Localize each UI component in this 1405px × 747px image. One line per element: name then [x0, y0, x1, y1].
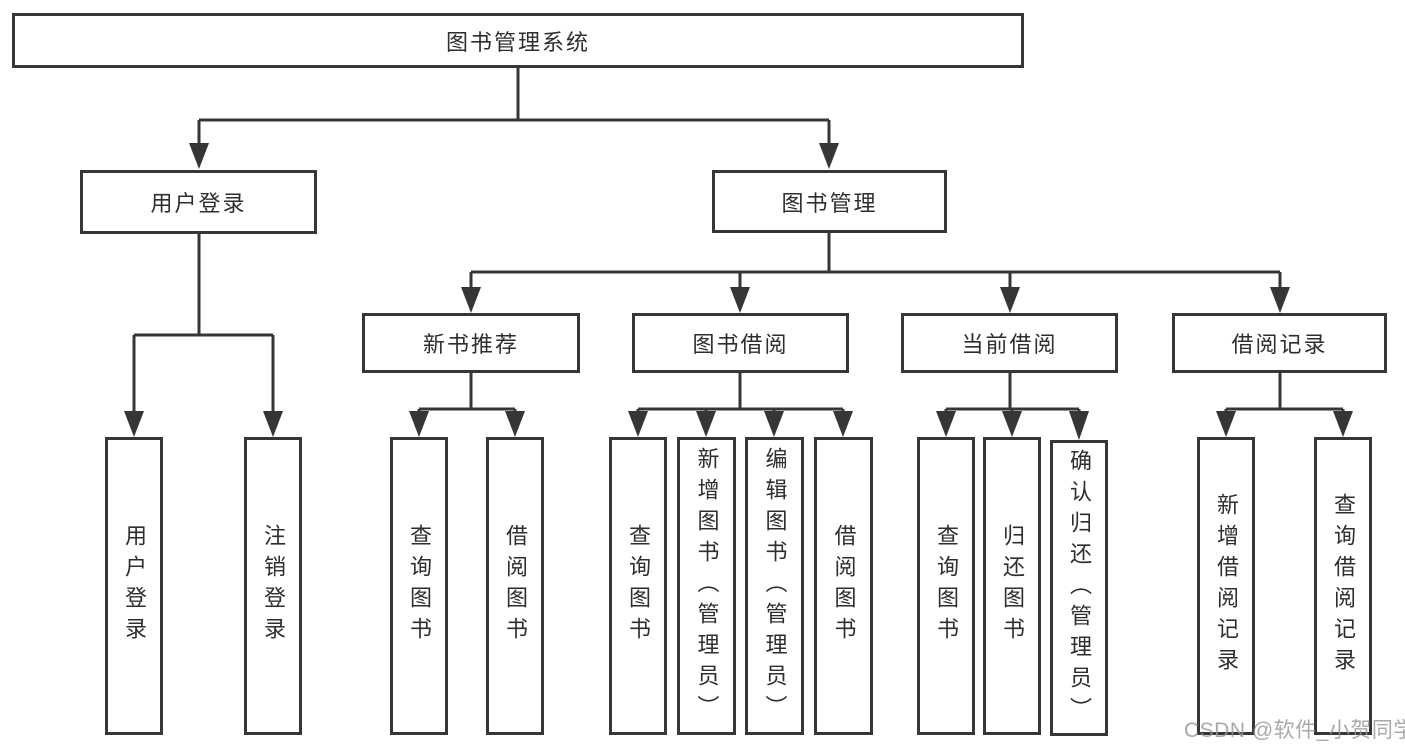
leaf-current-query-label: 查询图书: [934, 524, 959, 648]
leaf-user-login-label: 用户登录: [122, 524, 147, 648]
node-book-management: 图书管理: [712, 170, 947, 233]
leaf-records-query: 查询借阅记录: [1314, 437, 1372, 735]
connector-arrowheads: [124, 143, 1353, 440]
leaf-user-login: 用户登录: [105, 437, 163, 735]
connector-paths: [132, 68, 1345, 414]
node-new-book-recommend-label: 新书推荐: [422, 332, 519, 357]
node-book-management-label: 图书管理: [781, 190, 878, 216]
leaf-new-books-borrow: 借阅图书: [486, 437, 544, 735]
leaf-new-books-query: 查询图书: [390, 437, 448, 735]
node-user-login: 用户登录: [80, 170, 317, 234]
leaf-records-add: 新增借阅记录: [1197, 437, 1255, 735]
leaf-logout-label: 注销登录: [261, 524, 286, 648]
node-new-book-recommend: 新书推荐: [362, 313, 580, 373]
node-book-borrow: 图书借阅: [632, 313, 849, 373]
leaf-borrow-borrow-book-label: 借阅图书: [831, 524, 857, 648]
leaf-new-books-borrow-label: 借阅图书: [503, 524, 528, 648]
node-user-login-label: 用户登录: [150, 191, 247, 216]
leaf-current-return-label: 归还图书: [1000, 524, 1025, 648]
leaf-borrow-add-book: 新增图书（管理员）: [677, 437, 736, 735]
leaf-borrow-add-book-label: 新增图书（管理员）: [694, 446, 720, 726]
leaf-logout: 注销登录: [244, 437, 302, 735]
node-borrow-records: 借阅记录: [1172, 313, 1387, 373]
csdn-watermark: CSDN @软件_小贺同学: [1184, 719, 1405, 742]
leaf-borrow-query-label: 查询图书: [626, 524, 651, 648]
leaf-current-confirm-return: 确认归还（管理员）: [1050, 440, 1108, 736]
leaf-current-return: 归还图书: [983, 437, 1041, 735]
leaf-borrow-borrow-book: 借阅图书: [814, 437, 873, 735]
node-current-borrow-label: 当前借阅: [961, 332, 1058, 357]
leaf-records-query-label: 查询借阅记录: [1331, 493, 1356, 679]
leaf-borrow-edit-book: 编辑图书（管理员）: [745, 437, 804, 735]
leaf-records-add-label: 新增借阅记录: [1214, 493, 1239, 679]
node-borrow-records-label: 借阅记录: [1231, 332, 1328, 357]
leaf-current-confirm-return-label: 确认归还（管理员）: [1067, 448, 1092, 728]
node-library-system: 图书管理系统: [12, 13, 1024, 68]
node-current-borrow: 当前借阅: [901, 313, 1118, 373]
leaf-borrow-query: 查询图书: [609, 437, 667, 735]
leaf-borrow-edit-book-label: 编辑图书（管理员）: [762, 446, 788, 726]
leaf-new-books-query-label: 查询图书: [407, 524, 432, 648]
leaf-current-query: 查询图书: [917, 437, 975, 735]
node-book-borrow-label: 图书借阅: [692, 332, 789, 357]
node-library-system-label: 图书管理系统: [445, 29, 590, 55]
